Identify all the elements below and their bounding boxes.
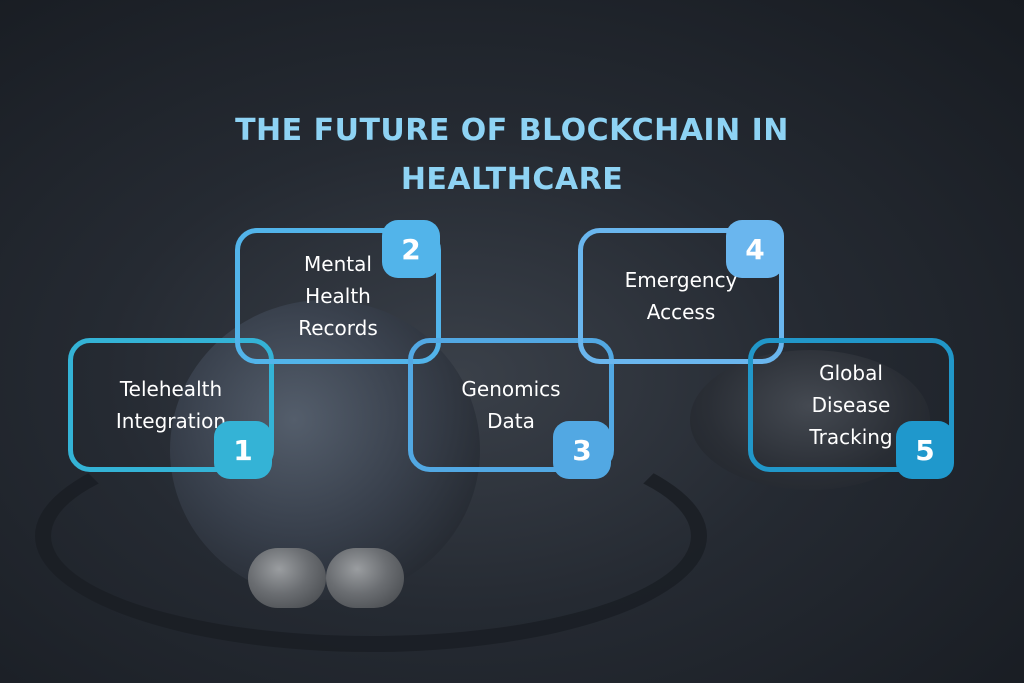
title-line-2: HEALTHCARE — [400, 162, 624, 197]
step-label-line: Health — [305, 284, 371, 308]
stethoscope-chestpiece-background — [690, 350, 930, 490]
step-label: Telehealth Integration — [73, 373, 269, 437]
step-label-line: Emergency — [624, 268, 738, 292]
step-label-line: Records — [298, 316, 378, 340]
step-number-badge-5: 5 — [896, 421, 954, 479]
step-card-telehealth-integration: Telehealth Integration — [68, 338, 274, 472]
step-label-line: Disease — [811, 393, 891, 417]
step-label-line: Mental — [304, 252, 372, 276]
step-card-genomics-data: Genomics Data — [408, 338, 614, 472]
step-label: Global Disease Tracking — [753, 357, 949, 453]
title-line-1: THE FUTURE OF BLOCKCHAIN IN — [235, 113, 789, 148]
step-label-line: Global — [819, 361, 883, 385]
page-title: THE FUTURE OF BLOCKCHAIN IN HEALTHCARE — [200, 106, 824, 204]
stethoscope-earpiece-left — [248, 548, 326, 608]
step-label: Genomics Data — [413, 373, 609, 437]
step-number-badge-2: 2 — [382, 220, 440, 278]
step-card-global-disease-tracking: Global Disease Tracking — [748, 338, 954, 472]
step-number-badge-4: 4 — [726, 220, 784, 278]
stethoscope-earpiece-right — [326, 548, 404, 608]
step-label-line: Access — [646, 300, 716, 324]
step-label-line: Telehealth — [119, 377, 223, 401]
step-card-mental-health-records: Mental Health Records — [235, 228, 441, 364]
step-label: Mental Health Records — [240, 248, 436, 344]
step-number-badge-1: 1 — [214, 421, 272, 479]
step-label-line: Tracking — [809, 425, 893, 449]
step-label-line: Genomics — [461, 377, 561, 401]
step-label-line: Integration — [115, 409, 227, 433]
step-number-badge-3: 3 — [553, 421, 611, 479]
step-label: Emergency Access — [583, 264, 779, 328]
step-card-emergency-access: Emergency Access — [578, 228, 784, 364]
step-label-line: Data — [487, 409, 535, 433]
